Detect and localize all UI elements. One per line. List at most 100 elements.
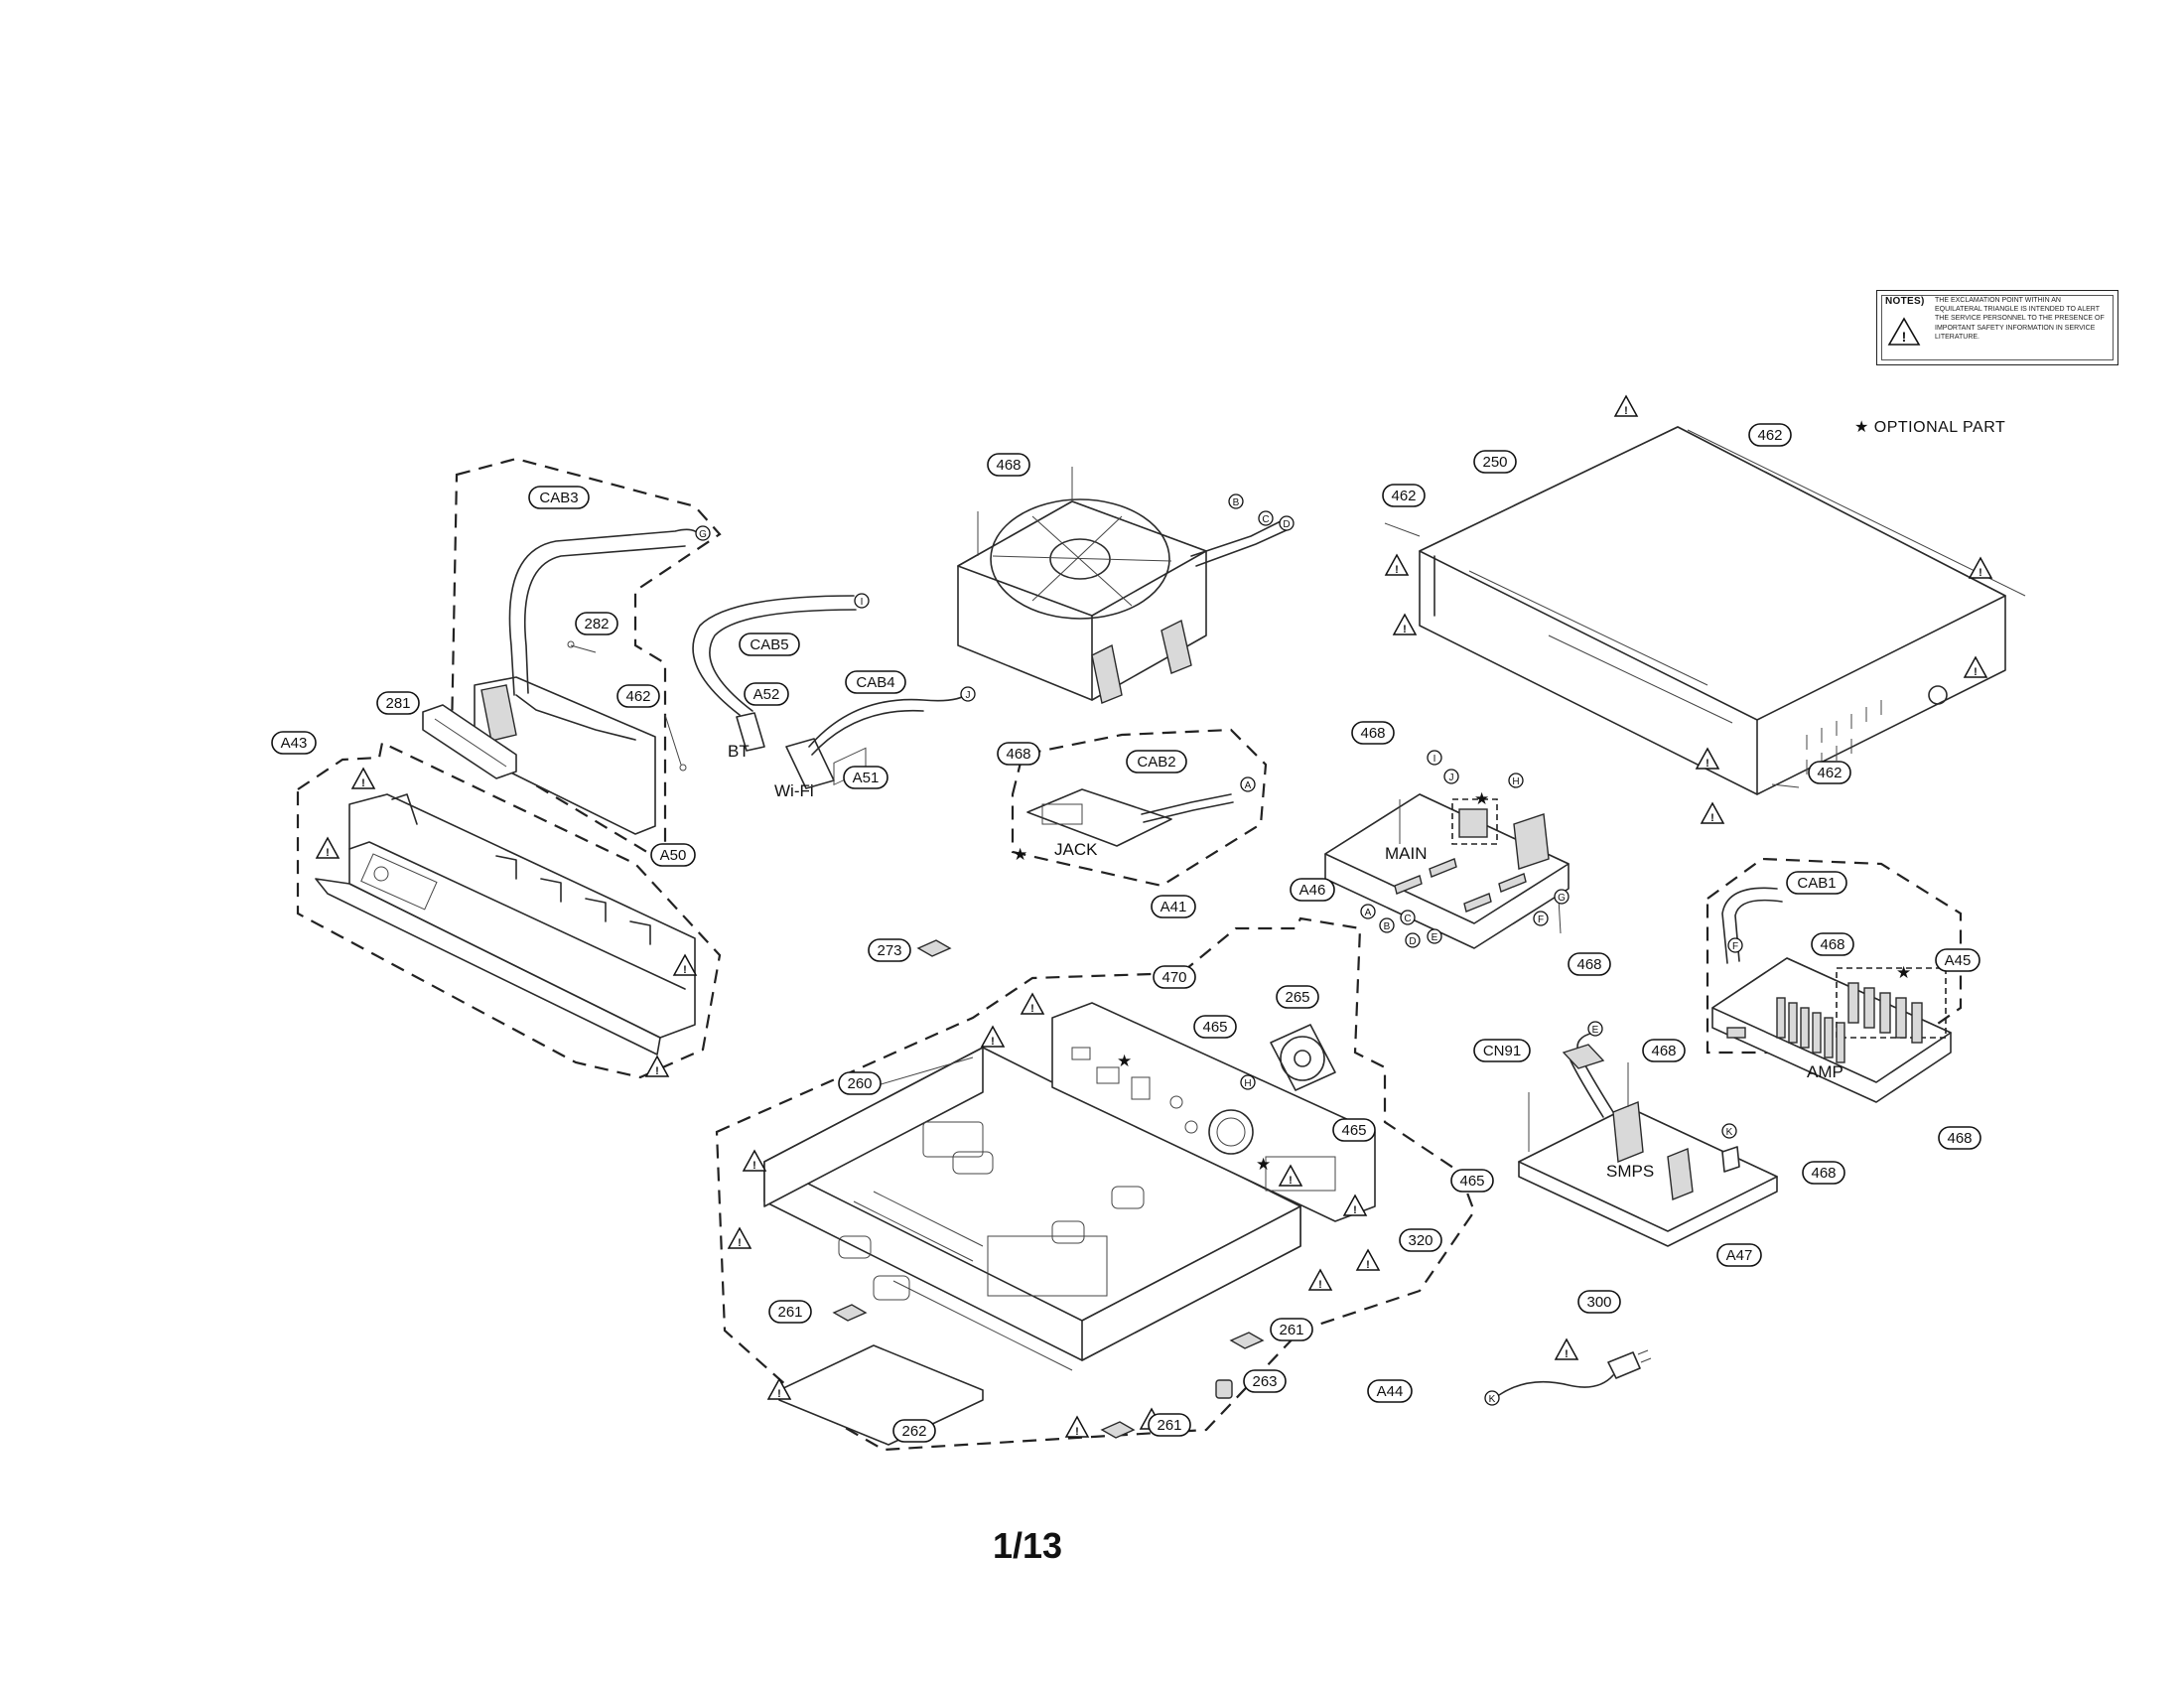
- callout-468-amp-bottom: 468: [1938, 1126, 1981, 1150]
- callout-a52: A52: [744, 682, 789, 706]
- svg-text:A43: A43: [281, 735, 308, 752]
- svg-text:J: J: [966, 690, 971, 701]
- label-wifi: Wi-Fi: [774, 781, 814, 800]
- connector-pin-loader-d: D: [1279, 515, 1295, 531]
- svg-text:!: !: [1902, 329, 1907, 345]
- callout-263: 263: [1243, 1369, 1287, 1393]
- connector-pin-main-b: B: [1379, 917, 1395, 933]
- svg-text:281: 281: [385, 695, 410, 712]
- svg-text:C: C: [1404, 914, 1411, 924]
- optional-star-main: ★: [1474, 789, 1489, 808]
- svg-text:A: A: [1245, 780, 1252, 791]
- optional-star-rear-a: ★: [1117, 1052, 1132, 1070]
- svg-text:468: 468: [1576, 956, 1601, 973]
- svg-text:A: A: [1365, 908, 1372, 918]
- svg-text:273: 273: [877, 942, 901, 959]
- callout-465-a: 465: [1193, 1015, 1237, 1039]
- callout-282: 282: [575, 612, 618, 635]
- label-main: MAIN: [1385, 844, 1428, 863]
- connector-pin-main-c: C: [1400, 910, 1416, 925]
- svg-text:I: I: [1433, 754, 1436, 765]
- connector-pin-main-g: G: [1554, 889, 1570, 905]
- svg-text:A51: A51: [853, 770, 880, 786]
- callout-468-smps: 468: [1642, 1039, 1686, 1062]
- callout-cn91: CN91: [1473, 1039, 1531, 1062]
- callout-468-loader: 468: [987, 453, 1030, 477]
- connector-pin-cab2-a: A: [1240, 776, 1256, 792]
- optional-part-legend: ★ OPTIONAL PART: [1854, 419, 2006, 436]
- callout-cab1: CAB1: [1786, 871, 1847, 895]
- callout-465-b: 465: [1332, 1118, 1376, 1142]
- svg-text:468: 468: [1360, 725, 1385, 742]
- svg-text:265: 265: [1285, 989, 1309, 1006]
- label-smps: SMPS: [1606, 1162, 1654, 1181]
- svg-text:K: K: [1489, 1394, 1496, 1405]
- page-number: 1/13: [993, 1525, 1063, 1566]
- warning-triangle-icon: !: [1887, 317, 1921, 346]
- connector-pin-main-j: J: [1443, 769, 1459, 784]
- callout-261-b: 261: [1270, 1318, 1313, 1341]
- connector-pin-cord-k: K: [1484, 1390, 1500, 1406]
- svg-text:A52: A52: [753, 686, 780, 703]
- svg-text:G: G: [1558, 893, 1566, 904]
- connector-pin-main-e: E: [1427, 928, 1442, 944]
- svg-text:320: 320: [1408, 1232, 1433, 1249]
- svg-text:300: 300: [1586, 1294, 1611, 1311]
- svg-text:263: 263: [1252, 1373, 1277, 1390]
- svg-text:462: 462: [625, 688, 650, 705]
- callout-261-a: 261: [768, 1300, 812, 1324]
- svg-text:G: G: [699, 529, 707, 540]
- svg-text:261: 261: [1157, 1417, 1181, 1434]
- callout-262: 262: [892, 1419, 936, 1443]
- svg-text:F: F: [1732, 941, 1738, 952]
- svg-text:CAB2: CAB2: [1137, 754, 1175, 771]
- wireless-modules: [692, 595, 969, 789]
- svg-text:462: 462: [1391, 488, 1416, 504]
- svg-text:468: 468: [1651, 1043, 1676, 1059]
- callout-281: 281: [376, 691, 420, 715]
- svg-text:J: J: [1449, 773, 1454, 783]
- connector-pin-main-f: F: [1533, 911, 1549, 926]
- connector-pin-cab1-f: F: [1727, 937, 1743, 953]
- svg-text:462: 462: [1817, 765, 1842, 781]
- connector-pin-main-a: A: [1360, 904, 1376, 919]
- power-cord: [1485, 1338, 1652, 1405]
- connector-pin-cn91-e: E: [1587, 1021, 1603, 1037]
- callout-300: 300: [1577, 1290, 1621, 1314]
- connector-pin-loader-c: C: [1258, 510, 1274, 526]
- callout-a41: A41: [1151, 895, 1196, 918]
- svg-text:C: C: [1262, 514, 1269, 525]
- top-cover: [1384, 395, 2026, 825]
- svg-text:282: 282: [584, 616, 609, 633]
- svg-text:H: H: [1244, 1078, 1251, 1089]
- main-board: [1324, 793, 1570, 949]
- label-jack: JACK: [1054, 840, 1098, 859]
- callout-a47: A47: [1716, 1243, 1762, 1267]
- svg-text:468: 468: [996, 457, 1021, 474]
- svg-text:CN91: CN91: [1483, 1043, 1521, 1059]
- optional-star-jack: ★: [1013, 845, 1027, 864]
- connector-pin-main-h: H: [1508, 773, 1524, 788]
- callout-a46: A46: [1290, 878, 1335, 902]
- svg-text:B: B: [1384, 921, 1391, 932]
- svg-text:K: K: [1726, 1127, 1733, 1138]
- svg-text:B: B: [1233, 497, 1240, 508]
- callout-468-jack: 468: [997, 742, 1040, 766]
- front-panel-assembly: [296, 457, 722, 1079]
- svg-text:D: D: [1409, 936, 1416, 947]
- svg-text:A45: A45: [1945, 952, 1972, 969]
- svg-text:CAB4: CAB4: [856, 674, 894, 691]
- connector-pin-main-i: I: [1427, 750, 1442, 766]
- callout-cab4: CAB4: [845, 670, 906, 694]
- svg-text:470: 470: [1161, 969, 1186, 986]
- svg-text:260: 260: [847, 1075, 872, 1092]
- svg-text:A50: A50: [660, 847, 687, 864]
- svg-text:465: 465: [1459, 1173, 1484, 1190]
- callout-320: 320: [1399, 1228, 1442, 1252]
- fan: [1208, 1024, 1336, 1155]
- callout-468-main: 468: [1351, 721, 1395, 745]
- callout-465-c: 465: [1450, 1169, 1494, 1193]
- svg-text:A47: A47: [1726, 1247, 1753, 1264]
- svg-text:468: 468: [1811, 1165, 1836, 1182]
